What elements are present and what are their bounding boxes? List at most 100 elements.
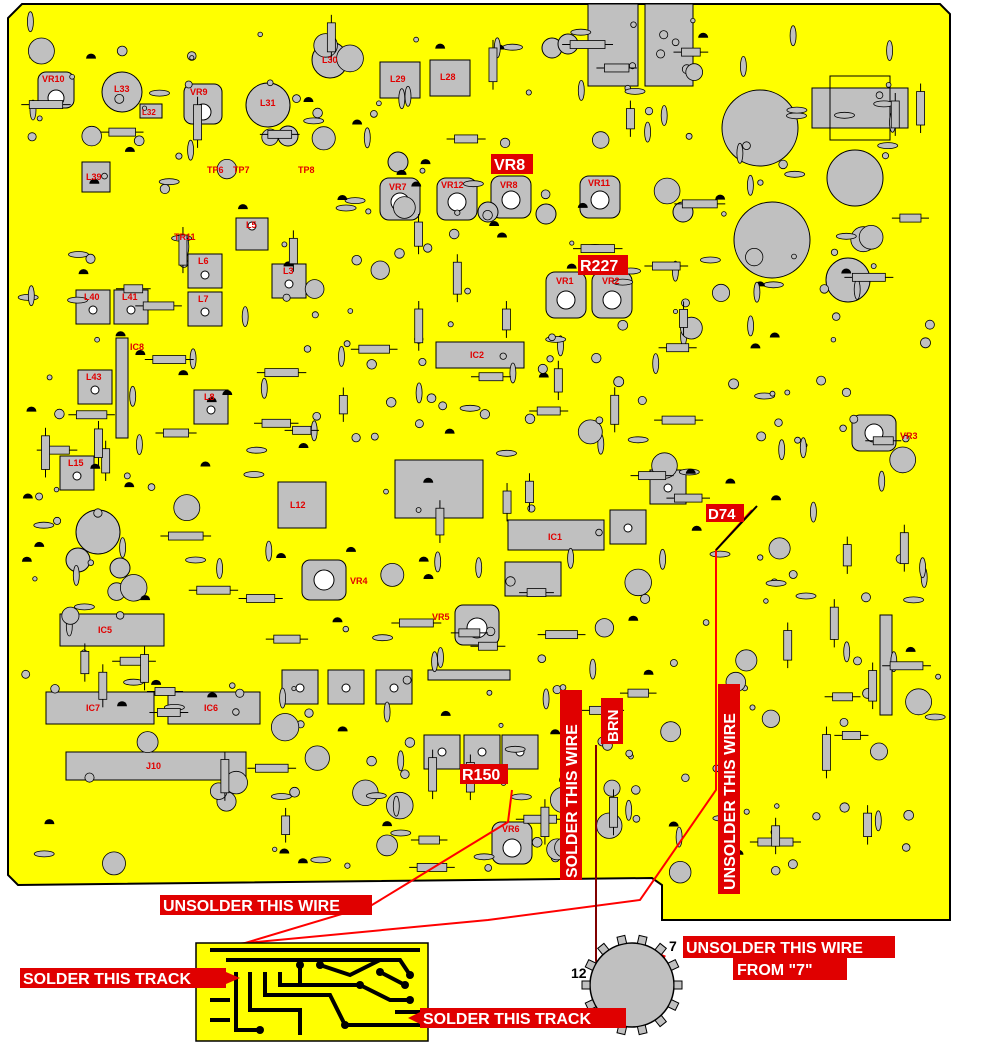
small-part (438, 401, 448, 411)
small-part (613, 376, 625, 388)
switch-tab (667, 998, 680, 1012)
small-part (87, 559, 94, 566)
small-part (668, 821, 679, 827)
label-ic5: IC5 (98, 625, 112, 635)
small-part (232, 708, 240, 716)
small-part (376, 100, 382, 107)
resistor (625, 100, 635, 137)
label-tp8: TP8 (298, 165, 315, 175)
small-part (347, 308, 354, 314)
small-part (282, 293, 291, 302)
small-part (420, 159, 431, 165)
small-part (725, 478, 736, 484)
coil-l43 (77, 369, 113, 405)
resistor (471, 372, 511, 382)
small-part (742, 141, 751, 151)
small-part (839, 802, 850, 813)
small-part (905, 646, 916, 652)
small-part (158, 178, 180, 186)
resistor (281, 807, 291, 843)
small-part (141, 105, 148, 111)
small-part (115, 331, 126, 337)
small-part (559, 684, 567, 691)
label-l12: L12 (290, 500, 306, 510)
small-part (763, 281, 784, 289)
resistor (247, 763, 297, 773)
small-part (444, 428, 455, 434)
label-vr6: VR6 (502, 824, 520, 834)
small-part (394, 248, 405, 259)
small-part (778, 439, 786, 461)
resistor (144, 355, 194, 364)
small-part (312, 107, 323, 119)
small-part (426, 393, 437, 404)
callout-solder-wire: SOLDER THIS WIRE (564, 724, 581, 878)
small-part (830, 337, 837, 343)
big-capacitor-1 (721, 89, 799, 167)
small-part (537, 654, 547, 663)
switch-tab (673, 980, 683, 990)
small-part (114, 94, 125, 104)
small-part (497, 232, 508, 238)
label-l32: L32 (142, 108, 156, 117)
small-part (35, 492, 43, 501)
small-part (577, 80, 585, 101)
small-part (392, 795, 400, 817)
resistor (863, 805, 872, 845)
big-capacitor-3 (826, 149, 884, 207)
small-part (550, 729, 561, 735)
small-part (344, 862, 351, 869)
label-l8: L8 (204, 392, 215, 402)
callout-unsolder-wire: UNSOLDER THIS WIRE (163, 898, 340, 915)
small-part (85, 253, 96, 264)
small-part (577, 202, 588, 208)
resistor (414, 214, 423, 255)
rotary-switch: 7 12 (571, 934, 683, 1036)
small-part (44, 819, 55, 825)
resistor (899, 524, 909, 572)
resistor (326, 14, 336, 60)
small-part (538, 372, 549, 378)
small-part (700, 256, 721, 264)
small-part (189, 348, 197, 370)
small-part (351, 255, 362, 266)
small-part (592, 131, 610, 149)
small-part (756, 431, 767, 442)
small-part (882, 152, 890, 160)
small-part (659, 548, 666, 570)
small-part (400, 769, 410, 779)
label-vr9: VR9 (190, 87, 208, 97)
pot-vr4 (301, 559, 347, 601)
resistor (619, 688, 657, 698)
small-part (902, 434, 910, 443)
small-part (304, 279, 325, 299)
small-part (595, 416, 604, 425)
small-part (207, 692, 218, 698)
small-part (397, 750, 405, 772)
small-part (115, 611, 125, 620)
small-part (691, 525, 702, 531)
label-l30: L30 (322, 55, 338, 65)
small-part (304, 745, 330, 771)
resistor (265, 634, 309, 644)
switch-tab (596, 942, 610, 956)
small-part (685, 132, 693, 140)
small-part (624, 568, 652, 597)
small-part (548, 333, 556, 342)
coil-l8 (193, 389, 229, 425)
resistor (254, 418, 299, 428)
small-part (337, 195, 348, 201)
small-part (889, 446, 916, 474)
small-part (903, 809, 914, 821)
small-part (877, 142, 899, 150)
label-ic1: IC1 (548, 532, 562, 542)
pot-vr1 (545, 271, 587, 319)
small-part (94, 336, 100, 343)
small-part (423, 477, 434, 483)
switch-pin-7-label: 7 (669, 938, 677, 954)
resistor (596, 63, 637, 73)
resistor (679, 301, 688, 336)
small-part (33, 850, 55, 858)
small-part (885, 82, 892, 88)
small-part (454, 209, 461, 216)
